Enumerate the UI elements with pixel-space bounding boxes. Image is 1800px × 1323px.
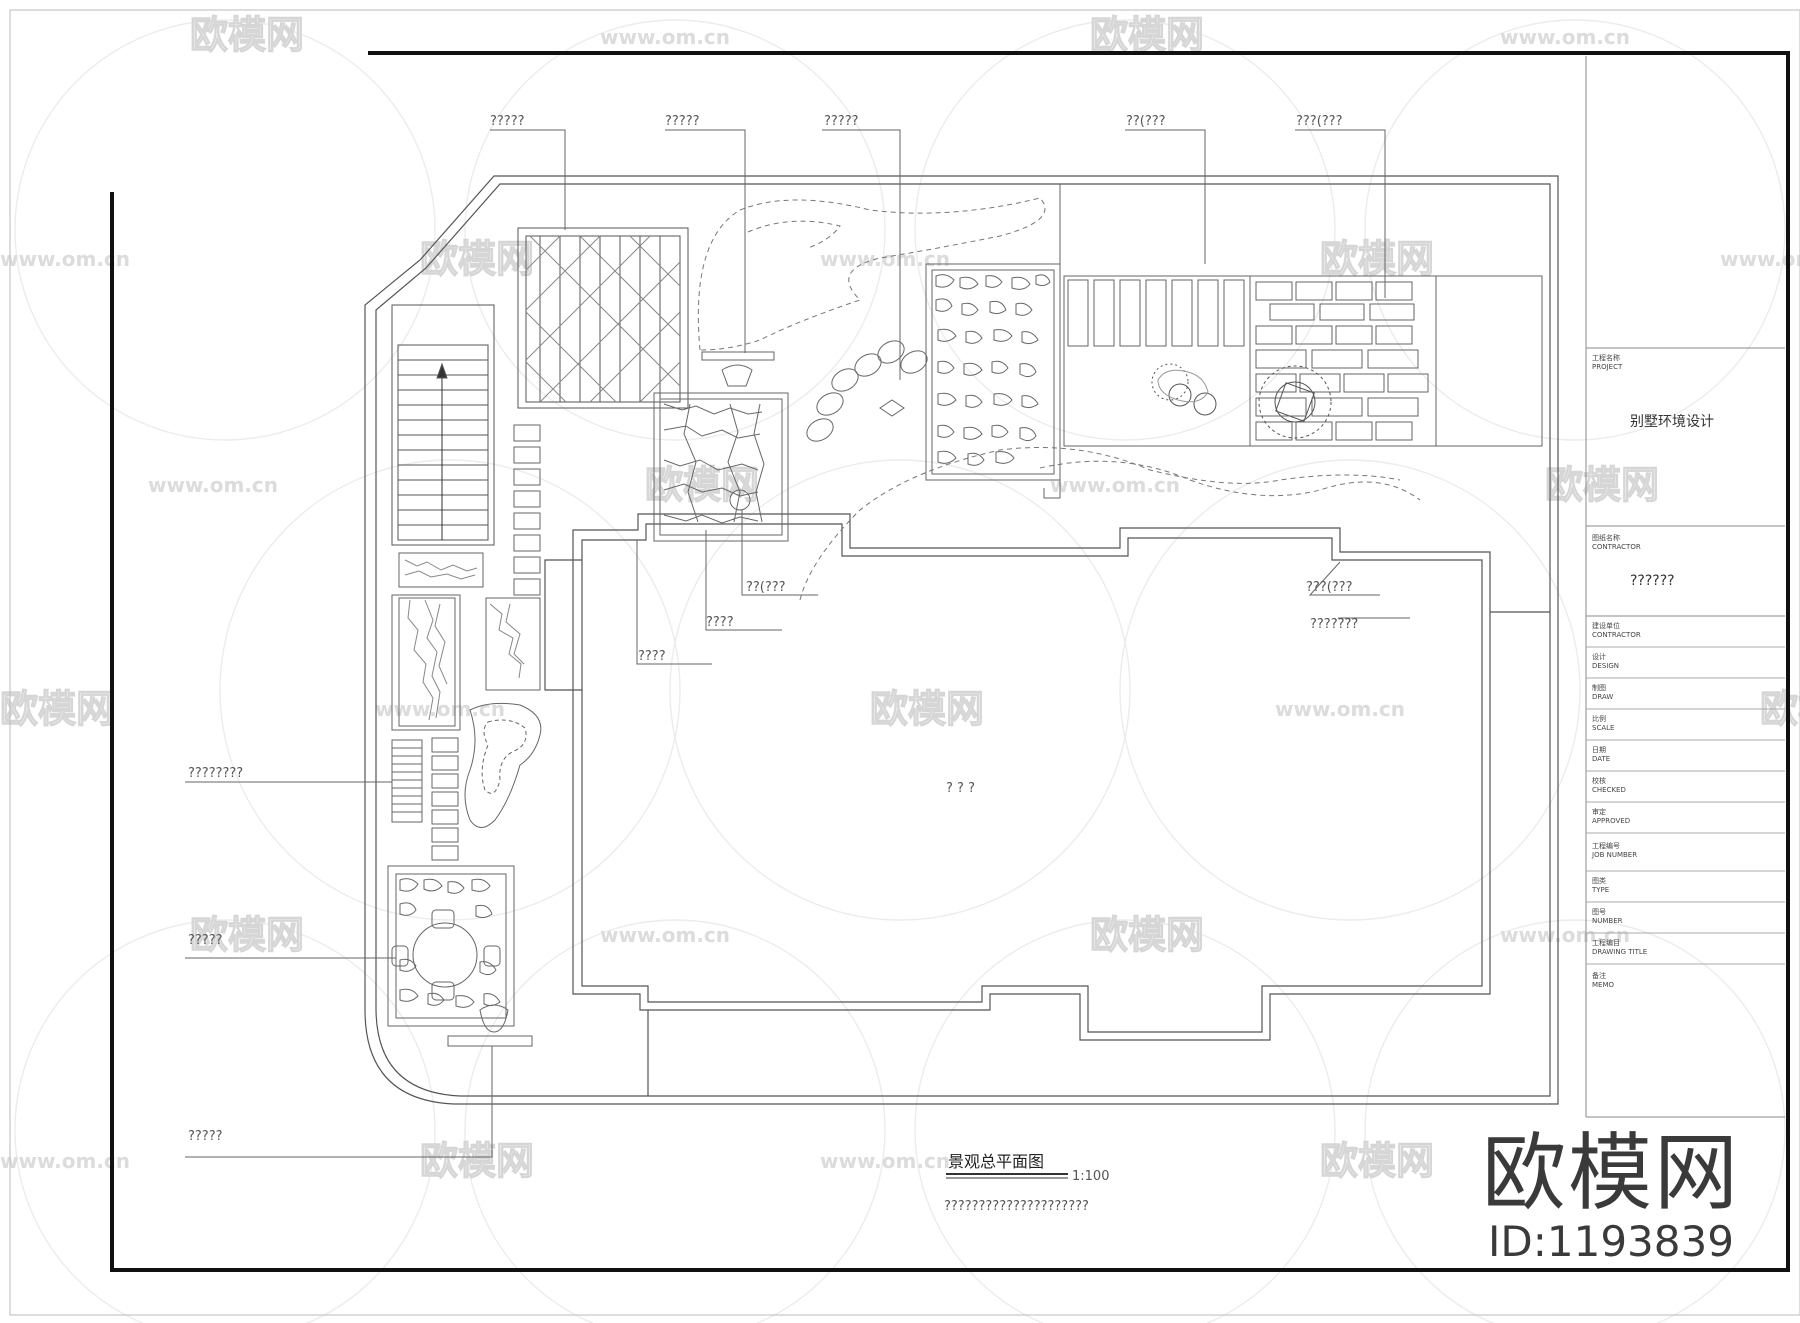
tb-row-label-en: NUMBER <box>1592 917 1623 925</box>
north-pergola <box>517 227 689 409</box>
callout-label: ????? <box>188 1129 223 1144</box>
sheet-frame <box>9 9 1800 1316</box>
callout-label: ???(??? <box>1296 114 1342 129</box>
tb-row-label: 建设单位 <box>1592 621 1620 630</box>
tb-row-label: 校核 <box>1592 776 1606 785</box>
garden-ornaments <box>1151 363 1332 439</box>
drawing-name-label-en: CONTRACTOR <box>1592 543 1641 551</box>
watermark-url: www.om.cn <box>820 1149 950 1173</box>
watermark-logo: 欧模网 <box>870 687 984 731</box>
tb-row-label-en: MEMO <box>1592 981 1615 989</box>
watermark-logo: 欧模网 <box>1090 913 1204 957</box>
drawing-border <box>110 51 1790 1272</box>
tb-row-label: 工程编号 <box>1592 841 1620 850</box>
tb-row-label: 比例 <box>1592 714 1606 723</box>
watermark-logo: 欧模网 <box>420 1139 534 1183</box>
tb-row-label: 图类 <box>1592 876 1606 885</box>
west-planters <box>391 552 541 731</box>
sw-patio <box>387 865 533 1047</box>
stone-panel-north <box>925 184 1061 499</box>
watermark-url: www.om.cn <box>0 1149 130 1173</box>
building-label: ? ? ? <box>946 781 975 796</box>
callout-label: ???(??? <box>1306 580 1352 595</box>
watermark-url: www.om.cn <box>1275 697 1405 721</box>
tb-row-label-en: APPROVED <box>1592 817 1630 825</box>
tb-row-label-en: JOB NUMBER <box>1591 851 1637 859</box>
tb-row-label-en: SCALE <box>1592 724 1614 732</box>
tb-row-label: 工程编目 <box>1592 938 1620 947</box>
watermark-logo: 欧模网 <box>190 13 304 57</box>
watermark-url: www.om.cn <box>375 697 505 721</box>
watermark-logo: 欧模网 <box>190 913 304 957</box>
brand-logo: 欧模网 <box>1481 1123 1740 1222</box>
callouts: ????? ????? ????? ??(??? ???(??? ??(??? … <box>188 114 1358 1144</box>
west-staircase <box>391 304 495 546</box>
tb-row-label-en: CONTRACTOR <box>1592 631 1641 639</box>
project-name: 别墅环境设计 <box>1630 414 1714 430</box>
watermark-url: www.om.cn <box>820 247 950 271</box>
callout-label: ???? <box>638 649 666 664</box>
lawn-paths <box>697 197 1421 601</box>
stepping-stones-west <box>513 424 541 596</box>
title-block: 工程名称 PROJECT 别墅环境设计 图纸名称 CONTRACTOR ????… <box>1585 56 1785 1118</box>
watermark-url: www.om.cn <box>600 923 730 947</box>
callout-label: ????? <box>188 933 223 948</box>
watermark-layer: 欧模网 www.om.cn 欧模网 www.om.cn www.om.cn 欧模… <box>0 12 1800 1323</box>
brand-watermark: 欧模网 ID:1193839 <box>1482 1131 1740 1265</box>
callout-label: ????? <box>490 114 525 129</box>
callout-label: ????? <box>824 114 859 129</box>
watermark-logo: 欧模网 <box>1320 237 1434 281</box>
watermark-logo: 欧模网 <box>645 463 759 507</box>
callout-label: ??(??? <box>1126 114 1166 129</box>
watermark-url: www.om.cn <box>1050 473 1180 497</box>
project-label-en: PROJECT <box>1592 363 1623 371</box>
watermark-url: www.om.cn <box>1500 923 1630 947</box>
stone-plaza <box>653 351 789 542</box>
callout-label: ???? <box>706 615 734 630</box>
tb-row-label: 审定 <box>1592 807 1606 816</box>
plan-scale: 1:100 <box>1072 1169 1109 1184</box>
plan-note: ????????????????????? <box>944 1199 1089 1214</box>
callout-label: ??????? <box>1310 617 1358 632</box>
leader-lines <box>185 129 1410 1158</box>
west-steps <box>391 702 542 861</box>
tb-row-label: 制图 <box>1592 683 1606 692</box>
stepping-stones-diagonal <box>806 340 928 442</box>
brand-id: ID:1193839 <box>1488 1216 1734 1266</box>
watermark-logo: 欧模网 <box>1320 1139 1434 1183</box>
watermark-url: www.om.cn <box>0 247 130 271</box>
tb-row-label-en: DATE <box>1592 755 1610 763</box>
watermark-logo: 欧模网 <box>1090 13 1204 57</box>
drawing-name: ?????? <box>1630 573 1675 589</box>
watermark-logo: 欧模网 <box>1545 463 1659 507</box>
watermark-logo: 欧模网 <box>0 687 114 731</box>
tb-row-label: 日期 <box>1592 746 1606 754</box>
drawing-title: 景观总平面图 1:100 ????????????????????? <box>944 1152 1109 1214</box>
callout-label: ??(??? <box>746 580 786 595</box>
tb-row-label-en: DESIGN <box>1592 662 1619 670</box>
watermark-url: www.om.cn <box>600 25 730 49</box>
callout-label: ???????? <box>188 766 243 781</box>
tb-row-label-en: DRAWING TITLE <box>1592 948 1647 956</box>
tb-row-label: 图号 <box>1592 908 1606 916</box>
site-boundary <box>364 175 1559 1105</box>
tb-row-label-en: DRAW <box>1592 693 1613 701</box>
watermark-logo: 欧模网 <box>420 237 534 281</box>
project-label: 工程名称 <box>1592 353 1620 362</box>
tb-row-label: 设计 <box>1592 652 1606 661</box>
plan-title: 景观总平面图 <box>948 1152 1044 1171</box>
tb-row-label-en: TYPE <box>1591 886 1609 894</box>
callout-label: ????? <box>665 114 700 129</box>
drawing-name-label: 图纸名称 <box>1592 533 1620 542</box>
watermark-url: www.om.cn <box>1500 25 1630 49</box>
strip-paving <box>1063 275 1543 447</box>
tb-row-label: 备注 <box>1592 971 1606 980</box>
tb-row-label-en: CHECKED <box>1592 786 1626 794</box>
watermark-url: www.om.cn <box>148 473 278 497</box>
